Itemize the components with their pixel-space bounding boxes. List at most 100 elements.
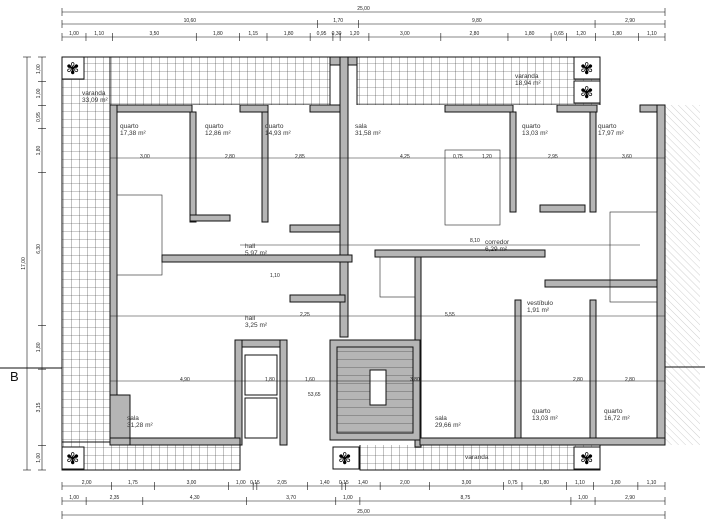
- room-area: 13,03 m²: [522, 130, 548, 137]
- plant-icon: ✾: [332, 446, 360, 470]
- dimension-label: 0,15: [339, 480, 349, 486]
- dimension-label: 1,10: [647, 480, 657, 486]
- room-name: quarto: [205, 123, 224, 130]
- planters: ✾ ✾ ✾ ✾ ✾ ✾: [61, 56, 601, 470]
- dimension-label: 1,00: [236, 480, 246, 486]
- interior-dimension-label: 2,80: [573, 377, 583, 383]
- room-area: 29,66 m²: [435, 422, 461, 429]
- room-area: 17,97 m²: [598, 130, 624, 137]
- dimension-label: 2,00: [400, 480, 410, 486]
- interior-dimension-label: 8,10: [470, 238, 480, 244]
- dimension-label: 1,10: [94, 31, 104, 37]
- room-name: quarto: [265, 123, 284, 130]
- room-name: quarto: [598, 123, 617, 130]
- room-area: 3,25 m²: [245, 322, 268, 329]
- room-name: quarto: [120, 123, 139, 130]
- room-area: 6,29 m²: [485, 246, 508, 253]
- room-name: vestíbulo: [527, 300, 553, 307]
- interior-dimension-label: 1,80: [265, 377, 275, 383]
- room-area: 33,09 m²: [82, 97, 108, 104]
- dimension-label: 1,80: [213, 31, 223, 37]
- dimension-label: 1,00: [69, 31, 79, 37]
- room-area: 1,91 m²: [527, 307, 550, 314]
- neighbour-hatch: [665, 105, 700, 445]
- terrace-bottom-mid: [359, 443, 601, 471]
- dimension-label: 1,70: [333, 18, 343, 24]
- plant-icon: ✾: [573, 56, 601, 80]
- dimension-label: 1,00: [36, 64, 42, 74]
- room-name: quarto: [532, 408, 551, 415]
- svg-text:✾: ✾: [580, 451, 593, 468]
- dimension-label: 1,20: [350, 31, 360, 37]
- dimension-label: 1,00: [69, 495, 79, 501]
- interior-dimension-label: 0,75: [453, 154, 463, 160]
- plant-icon: ✾: [573, 80, 601, 104]
- dimension-label: 2,35: [110, 495, 120, 501]
- dimension-label: 3,50: [149, 31, 159, 37]
- room-name: hall: [245, 315, 256, 322]
- interior-dimension-label: 5,55: [445, 312, 455, 318]
- dimension-label: 10,60: [184, 18, 197, 24]
- svg-text:✾: ✾: [338, 451, 351, 468]
- dimension-label: 25,00: [357, 6, 370, 12]
- room-area: 13,03 m²: [532, 415, 558, 422]
- room-name: varanda: [515, 73, 539, 80]
- interior-dimension-label: 2,25: [300, 312, 310, 318]
- dimension-label: 1,80: [36, 145, 42, 155]
- room-name: sala: [435, 415, 447, 422]
- terrace-left: [61, 56, 111, 471]
- dimension-label: 1,80: [36, 342, 42, 352]
- terraces: [61, 56, 700, 471]
- dimension-label: 3,00: [187, 480, 197, 486]
- dimension-label: 0,15: [250, 480, 260, 486]
- room-area: 18,94 m²: [515, 80, 541, 87]
- room-name: quarto: [522, 123, 541, 130]
- dimension-label: 4,30: [190, 495, 200, 501]
- dimension-label: 17,00: [21, 257, 27, 270]
- dimension-label: 1,00: [343, 495, 353, 501]
- stair-core: 53,65: [308, 339, 421, 441]
- room-area: 5,97 m²: [245, 250, 268, 257]
- room-area: 31,58 m²: [355, 130, 381, 137]
- dimension-label: 2,00: [82, 480, 92, 486]
- room-area: 31,28 m²: [127, 422, 153, 429]
- dimension-label: 1,15: [248, 31, 258, 37]
- room-name: varanda: [82, 90, 106, 97]
- interior-dimension-label: 3,60: [622, 154, 632, 160]
- interior-dimension-label: 2,85: [295, 154, 305, 160]
- dimension-label: 1,75: [128, 480, 138, 486]
- section-marker: B: [10, 369, 19, 384]
- room-name: corredor: [485, 239, 510, 246]
- room-name: sala: [355, 123, 367, 130]
- dimension-label: 3,00: [400, 31, 410, 37]
- room-name: hall: [245, 243, 256, 250]
- dimension-label: 1,00: [578, 495, 588, 501]
- dimension-label: 25,00: [357, 509, 370, 515]
- svg-text:✾: ✾: [580, 85, 593, 102]
- stair-area-label: 53,65: [308, 392, 321, 398]
- dimension-label: 1,80: [525, 31, 535, 37]
- room-area: 12,86 m²: [205, 130, 231, 137]
- dimension-label: 0,30: [332, 31, 342, 37]
- dimension-label: 3,15: [36, 402, 42, 412]
- dimension-label: 0,75: [508, 480, 518, 486]
- room-area: 14,93 m²: [265, 130, 291, 137]
- dimension-label: 9,80: [472, 18, 482, 24]
- interior-dimension-label: 4,25: [400, 154, 410, 160]
- dimension-label: 1,80: [612, 31, 622, 37]
- dimension-label: 0,95: [36, 112, 42, 122]
- dimension-label: 1,10: [575, 480, 585, 486]
